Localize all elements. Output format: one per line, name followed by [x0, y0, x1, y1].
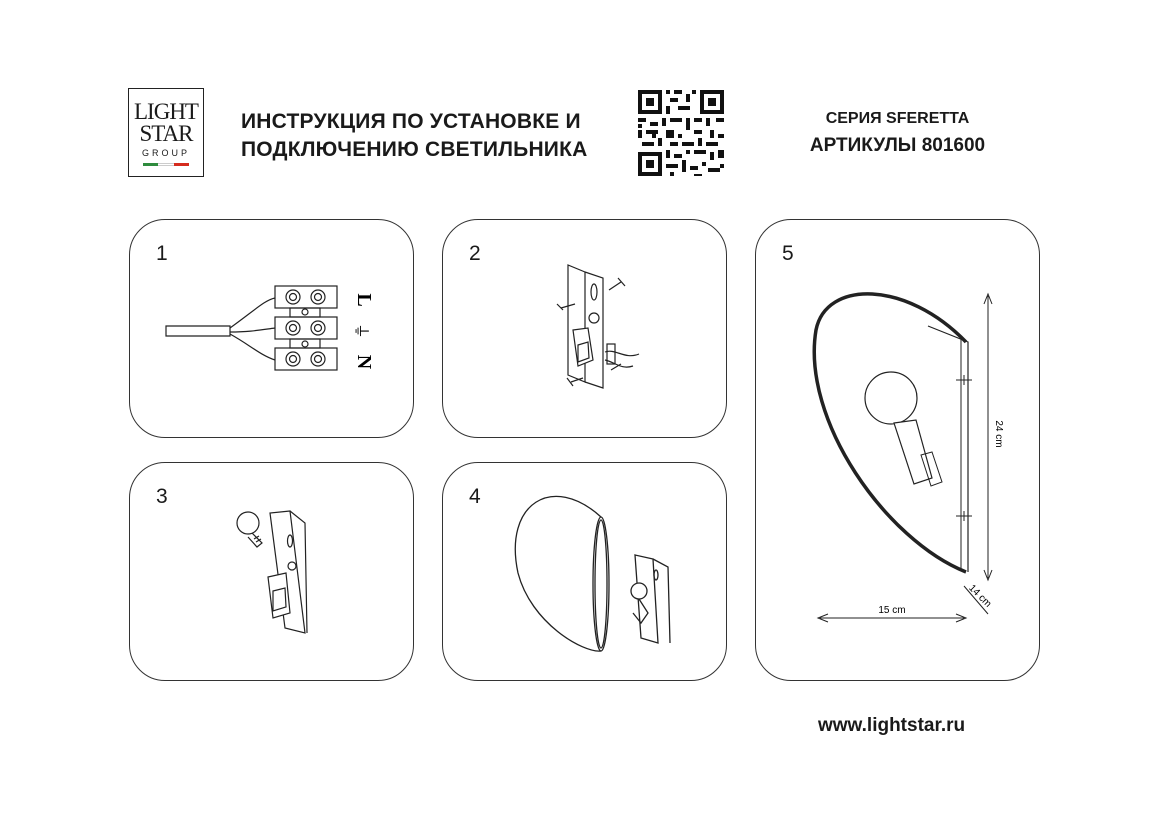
dimensions-diagram: 24 cm 15 cm 14 cm	[812, 292, 1004, 623]
step-3-panel: 3	[129, 462, 414, 681]
terminal-block-diagram: L ⏚ N	[165, 285, 375, 371]
lightstar-logo: LIGHT STAR GROUP	[128, 88, 204, 177]
document-title: ИНСТРУКЦИЯ ПО УСТАНОВКЕ И ПОДКЛЮЧЕНИЮ СВ…	[241, 108, 588, 164]
step-4-panel: 4	[442, 462, 727, 681]
step-number: 2	[469, 242, 481, 265]
article-numbers: АРТИКУЛЫ 801600	[809, 135, 986, 156]
title-line1: ИНСТРУКЦИЯ ПО УСТАНОВКЕ И	[241, 110, 581, 133]
step-number: 5	[782, 242, 794, 265]
step-number: 3	[156, 485, 168, 508]
neutral-label: N	[353, 355, 375, 370]
title-line2: ПОДКЛЮЧЕНИЮ СВЕТИЛЬНИКА	[241, 138, 588, 161]
step-5-panel: 5 24 cm 15 cm 14 cm	[755, 219, 1040, 681]
logo-line2: STAR	[139, 121, 194, 146]
shade-installation-diagram	[514, 495, 671, 652]
width-dimension: 15 cm	[878, 605, 905, 616]
logo-line3: GROUP	[141, 148, 190, 158]
height-dimension: 24 cm	[993, 420, 1004, 447]
series-name: СЕРИЯ SFERETTA	[825, 110, 970, 127]
step-2-panel: 2	[442, 219, 727, 438]
series-info: СЕРИЯ SFERETTA АРТИКУЛЫ 801600	[790, 108, 1005, 162]
logo-line1: LIGHT	[134, 99, 199, 124]
bracket-mounting-diagram	[556, 264, 640, 389]
earth-icon: ⏚	[352, 323, 371, 339]
live-label: L	[353, 293, 375, 306]
step-1-panel: 1 L ⏚ N	[129, 219, 414, 438]
italian-flag-stripe	[143, 163, 189, 166]
website-link[interactable]: www.lightstar.ru	[818, 715, 966, 736]
depth-dimension: 14 cm	[966, 583, 993, 610]
qr-code-icon	[636, 88, 726, 178]
step-number: 1	[156, 242, 168, 265]
step-number: 4	[469, 485, 481, 508]
bulb-insertion-diagram	[236, 510, 308, 634]
